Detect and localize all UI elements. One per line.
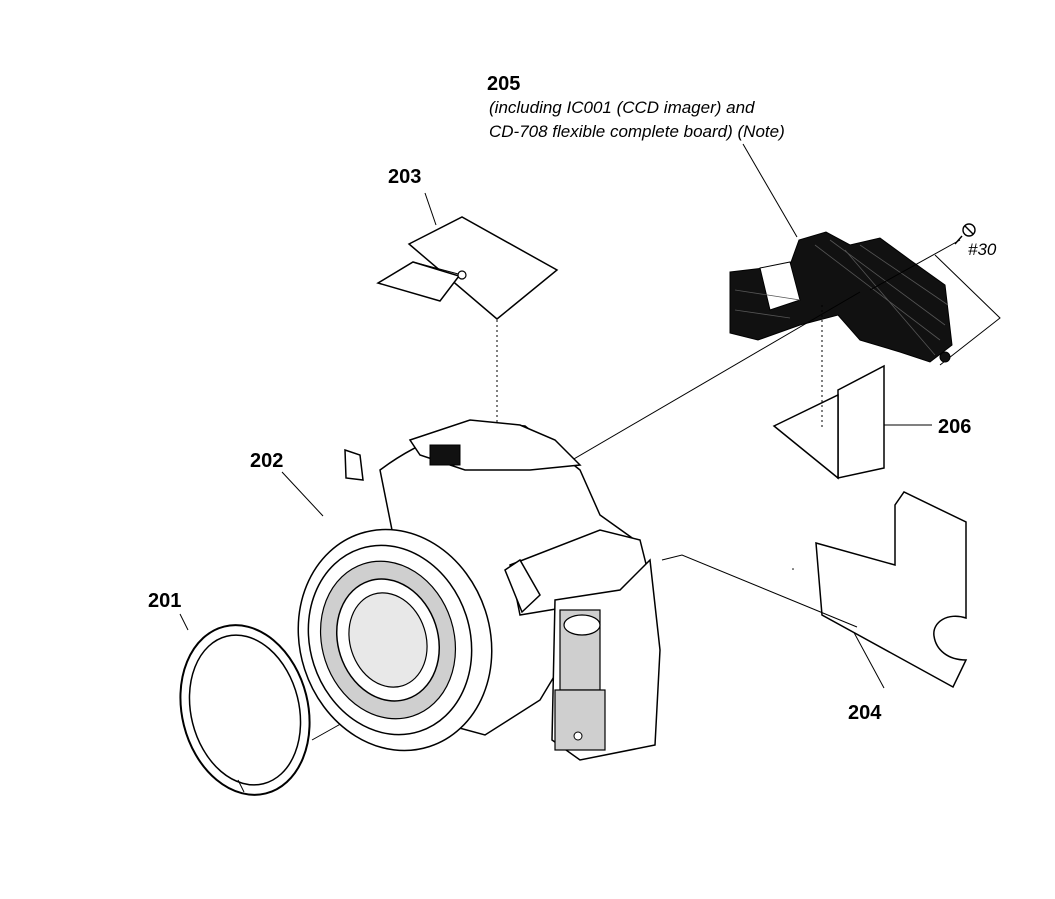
screw-axis-205	[869, 239, 961, 291]
screw-30-icon	[954, 223, 976, 245]
callout-206: 206	[938, 416, 971, 438]
part-205-ccd-board	[729, 231, 953, 363]
callout-204: 204	[848, 702, 882, 724]
callout-201: 201	[148, 590, 181, 612]
note-205-line1: (including IC001 (CCD imager) and	[489, 98, 755, 117]
part-203-sheet	[376, 216, 559, 320]
screw-label-30: #30	[968, 240, 997, 259]
part-201-ring	[179, 624, 311, 796]
part-204-sheet	[815, 491, 968, 689]
screw-lower-icon	[939, 351, 951, 363]
axis-204	[661, 554, 858, 628]
callout-205: 205	[487, 73, 520, 95]
screw-bracket	[934, 254, 1001, 366]
part-206-sheet	[772, 364, 885, 480]
part-202-lens-block	[297, 419, 661, 761]
note-205-line2: CD-708 flexible complete board) (Note)	[489, 122, 785, 141]
callout-202: 202	[250, 450, 283, 472]
callout-203: 203	[388, 166, 421, 188]
